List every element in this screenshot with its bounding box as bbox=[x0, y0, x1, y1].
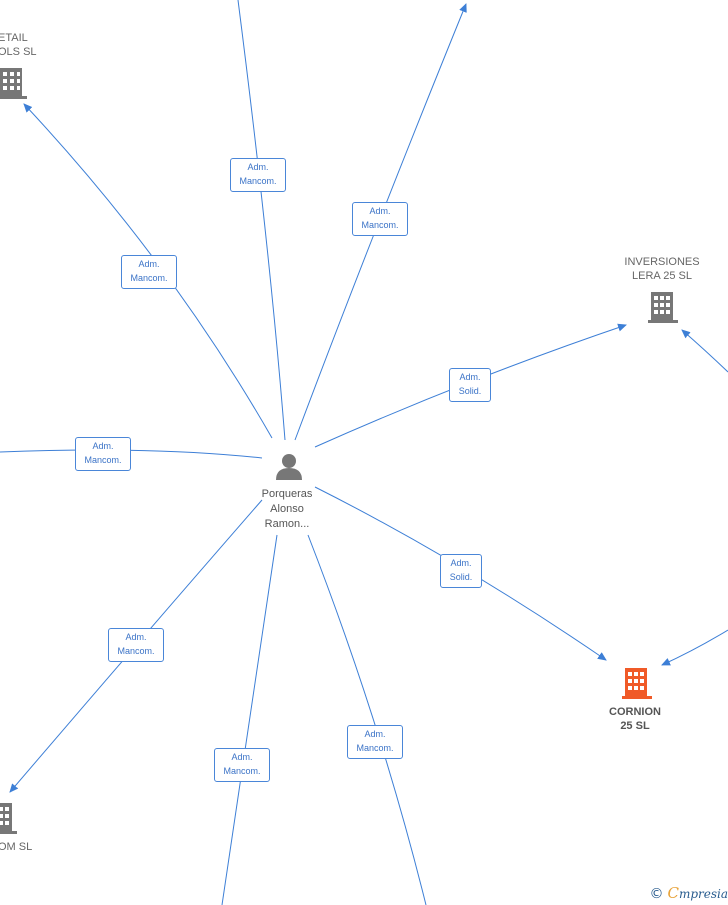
edge-label-cornion[interactable]: Adm. Solid. bbox=[440, 554, 482, 588]
edge-label-line: Adm. bbox=[459, 372, 481, 382]
edge-label-om[interactable]: Adm. Mancom. bbox=[108, 628, 164, 662]
edge-line-inversiones-right bbox=[681, 329, 728, 373]
company-label-line: CORNION bbox=[609, 706, 661, 718]
edge-label-line: Mancom. bbox=[223, 766, 261, 776]
edge-label-line: Mancom. bbox=[130, 273, 168, 283]
edge-label-line: Mancom. bbox=[84, 455, 122, 465]
edge-label-retail[interactable]: Adm. Mancom. bbox=[121, 255, 177, 289]
edge-line-cornion-right bbox=[661, 629, 728, 666]
company-label-inversiones[interactable]: INVERSIONES LERA 25 SL bbox=[616, 255, 708, 283]
brand-name: mpresia bbox=[678, 887, 728, 901]
edge-label-bottom-left[interactable]: Adm. Mancom. bbox=[214, 748, 270, 782]
edge-label-line: Adm. bbox=[138, 259, 160, 269]
brand-initial: C bbox=[667, 884, 679, 902]
edge-label-line: Mancom. bbox=[239, 176, 277, 186]
brand-watermark: ©Cmpresia bbox=[649, 884, 728, 902]
copyright-symbol: © bbox=[649, 886, 664, 902]
edge-label-line: Adm. bbox=[364, 729, 386, 739]
edge-label-line: Adm. bbox=[231, 752, 253, 762]
edge-line-top-left bbox=[237, 0, 286, 441]
edge-label-line: Solid. bbox=[458, 386, 482, 396]
edge-label-inversiones[interactable]: Adm. Solid. bbox=[449, 368, 491, 402]
edge-label-top-right[interactable]: Adm. Mancom. bbox=[352, 202, 408, 236]
edge-label-line: Adm. bbox=[450, 558, 472, 568]
edge-line-bottom-left bbox=[221, 534, 278, 905]
edge-label-line: Mancom. bbox=[361, 220, 399, 230]
company-label-line: 25 SL bbox=[620, 720, 650, 732]
company-label-cornion[interactable]: CORNION 25 SL bbox=[596, 705, 674, 733]
person-node-label[interactable]: Porqueras Alonso Ramon... bbox=[244, 487, 330, 532]
company-label-retail[interactable]: ETAIL OLS SL bbox=[0, 31, 37, 59]
company-label-om[interactable]: OM SL bbox=[0, 840, 32, 854]
company-label-line: INVERSIONES bbox=[624, 256, 700, 268]
person-label-line: Porqueras bbox=[261, 488, 313, 500]
person-icon[interactable] bbox=[276, 454, 302, 480]
company-label-line: OM SL bbox=[0, 841, 33, 853]
edge-label-line: Adm. bbox=[369, 206, 391, 216]
edge-label-line: Adm. bbox=[92, 441, 114, 451]
person-label-line: Ramon... bbox=[264, 518, 310, 530]
edge-label-line: Adm. bbox=[125, 632, 147, 642]
edge-line-left bbox=[0, 449, 263, 459]
edge-label-line: Solid. bbox=[449, 572, 473, 582]
company-label-line: OLS SL bbox=[0, 46, 37, 58]
edge-label-line: Adm. bbox=[247, 162, 269, 172]
edge-line-bottom-right bbox=[307, 534, 427, 905]
company-label-line: ETAIL bbox=[0, 32, 28, 44]
edge-label-left[interactable]: Adm. Mancom. bbox=[75, 437, 131, 471]
company-label-line: LERA 25 SL bbox=[632, 270, 692, 282]
edge-label-line: Mancom. bbox=[356, 743, 394, 753]
edge-label-line: Mancom. bbox=[117, 646, 155, 656]
person-label-line: Alonso bbox=[270, 503, 304, 515]
edge-label-top-left[interactable]: Adm. Mancom. bbox=[230, 158, 286, 192]
edge-label-bottom-right[interactable]: Adm. Mancom. bbox=[347, 725, 403, 759]
